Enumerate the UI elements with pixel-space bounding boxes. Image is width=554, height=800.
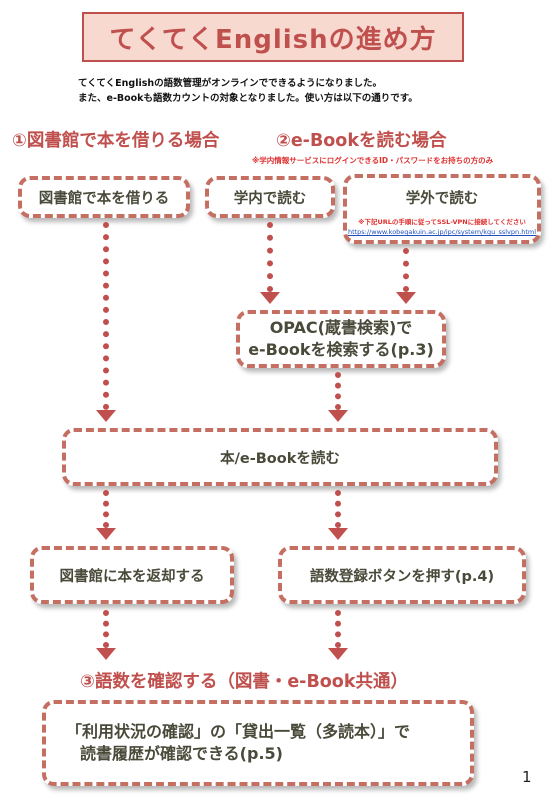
borrow-book-label: 図書館で本を借りる [38,190,170,207]
arrow-read-to-register [326,490,350,540]
borrow-book-box: 図書館で本を借りる [18,176,190,218]
opac-line-1: OPAC(蔵書検索)で [269,318,413,337]
intro-line-1: てくてくEnglishの語数管理がオンラインでできるようになりました。 [78,78,382,89]
register-word-count-label: 語数登録ボタンを押す(p.4) [309,568,495,585]
read-book-box: 本/e-Bookを読む [62,428,498,486]
intro-line-2: また、e-Bookも語数カウントの対象となりました。使い方は以下の通りです。 [78,93,418,104]
read-off-campus-label: 学外で読む [405,191,479,207]
opac-search-box: OPAC(蔵書検索)で e-Bookを検索する(p.3) [236,310,446,368]
read-book-label: 本/e-Bookを読む [220,450,340,467]
read-on-campus-box: 学内で読む [205,176,335,218]
section2-heading: ②e-Bookを読む場合 [276,131,447,151]
intro-text: てくてくEnglishの語数管理がオンラインでできるようになりました。 また、e… [78,76,538,106]
arrow-read-to-return [94,490,118,540]
section3-heading: ③語数を確認する（図書・e-Book共通） [80,672,408,692]
read-off-campus-box: 学外で読む ※下記URLの手順に従ってSSL-VPNに接続してください http… [343,174,541,244]
arrow-register-to-check [326,610,350,660]
return-book-label: 図書館に本を返却する [59,568,205,585]
arrow-oncampus-to-opac [258,222,282,304]
page-title: てくてくEnglishの進め方 [82,12,464,62]
section1-heading: ①図書館で本を借りる場合 [12,131,220,151]
check-line-1: 「利用状況の確認」の「貸出一覧（多読本）」で [66,722,411,741]
page-number: 1 [522,768,532,786]
section2-note: ※学内情報サービスにログインできるID・パスワードをお持ちの方のみ [252,156,494,165]
register-word-count-box: 語数登録ボタンを押す(p.4) [278,546,526,604]
arrow-borrow-to-read [94,222,118,422]
check-word-count-box: 「利用状況の確認」の「貸出一覧（多読本）」で 読書履歴が確認できる(p.5) [42,700,474,786]
return-book-box: 図書館に本を返却する [30,546,234,604]
opac-line-2: e-Bookを検索する(p.3) [248,340,434,359]
read-on-campus-label: 学内で読む [233,190,307,207]
arrow-opac-to-read [326,372,350,422]
arrow-return-to-check [94,610,118,660]
check-line-2: 読書履歴が確認できる(p.5) [80,744,283,763]
arrow-offcampus-to-opac [394,248,418,304]
vpn-url-link[interactable]: https://www.kobegakuin.ac.jp/ipc/system/… [347,228,537,236]
vpn-note: ※下記URLの手順に従ってSSL-VPNに接続してください [358,218,526,226]
